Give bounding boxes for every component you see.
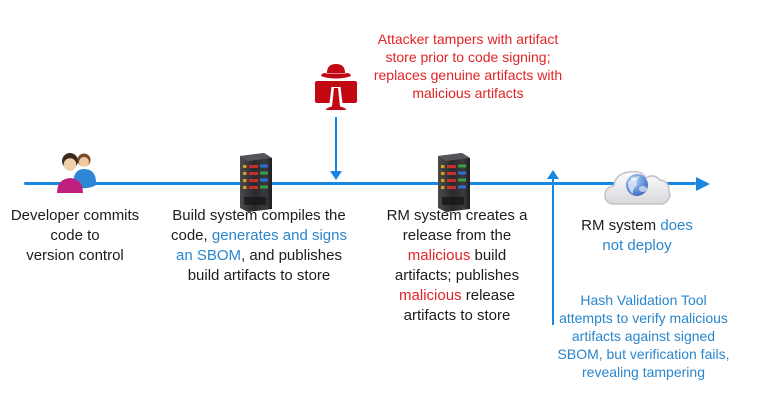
- attacker-arrowhead-icon: [330, 171, 342, 180]
- developer-people-icon: [57, 153, 96, 193]
- attacker-spy-icon: [315, 64, 357, 110]
- timeline-line: [24, 182, 696, 185]
- build-server-icon: [240, 153, 272, 212]
- attacker-arrow-line: [335, 117, 337, 172]
- hash-arrowhead-icon: [547, 170, 559, 179]
- cloud-deploy-icon: [604, 170, 671, 205]
- rm-server-icon: [438, 153, 470, 212]
- hash-arrow-line: [552, 178, 554, 325]
- timeline-arrowhead-icon: [696, 176, 710, 191]
